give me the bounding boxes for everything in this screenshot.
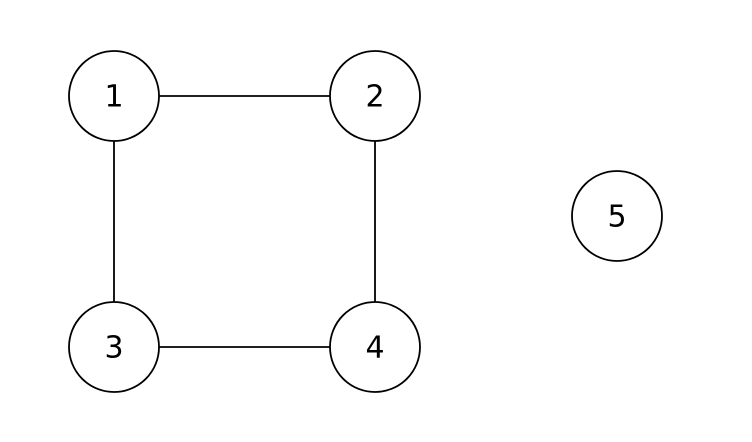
- node-circle-5: [571, 170, 663, 262]
- node-circle-1: [68, 50, 160, 142]
- node-label-5: 5: [607, 200, 626, 235]
- graph-node-1: 1: [68, 50, 160, 142]
- graph-node-3: 3: [68, 301, 160, 393]
- graph-node-2: 2: [329, 50, 421, 142]
- node-circle-4: [329, 301, 421, 393]
- node-circle-3: [68, 301, 160, 393]
- node-label-1: 1: [104, 80, 123, 115]
- node-label-2: 2: [365, 80, 384, 115]
- node-label-4: 4: [365, 331, 384, 366]
- graph-node-4: 4: [329, 301, 421, 393]
- graph-node-5: 5: [571, 170, 663, 262]
- node-label-3: 3: [104, 331, 123, 366]
- node-circle-2: [329, 50, 421, 142]
